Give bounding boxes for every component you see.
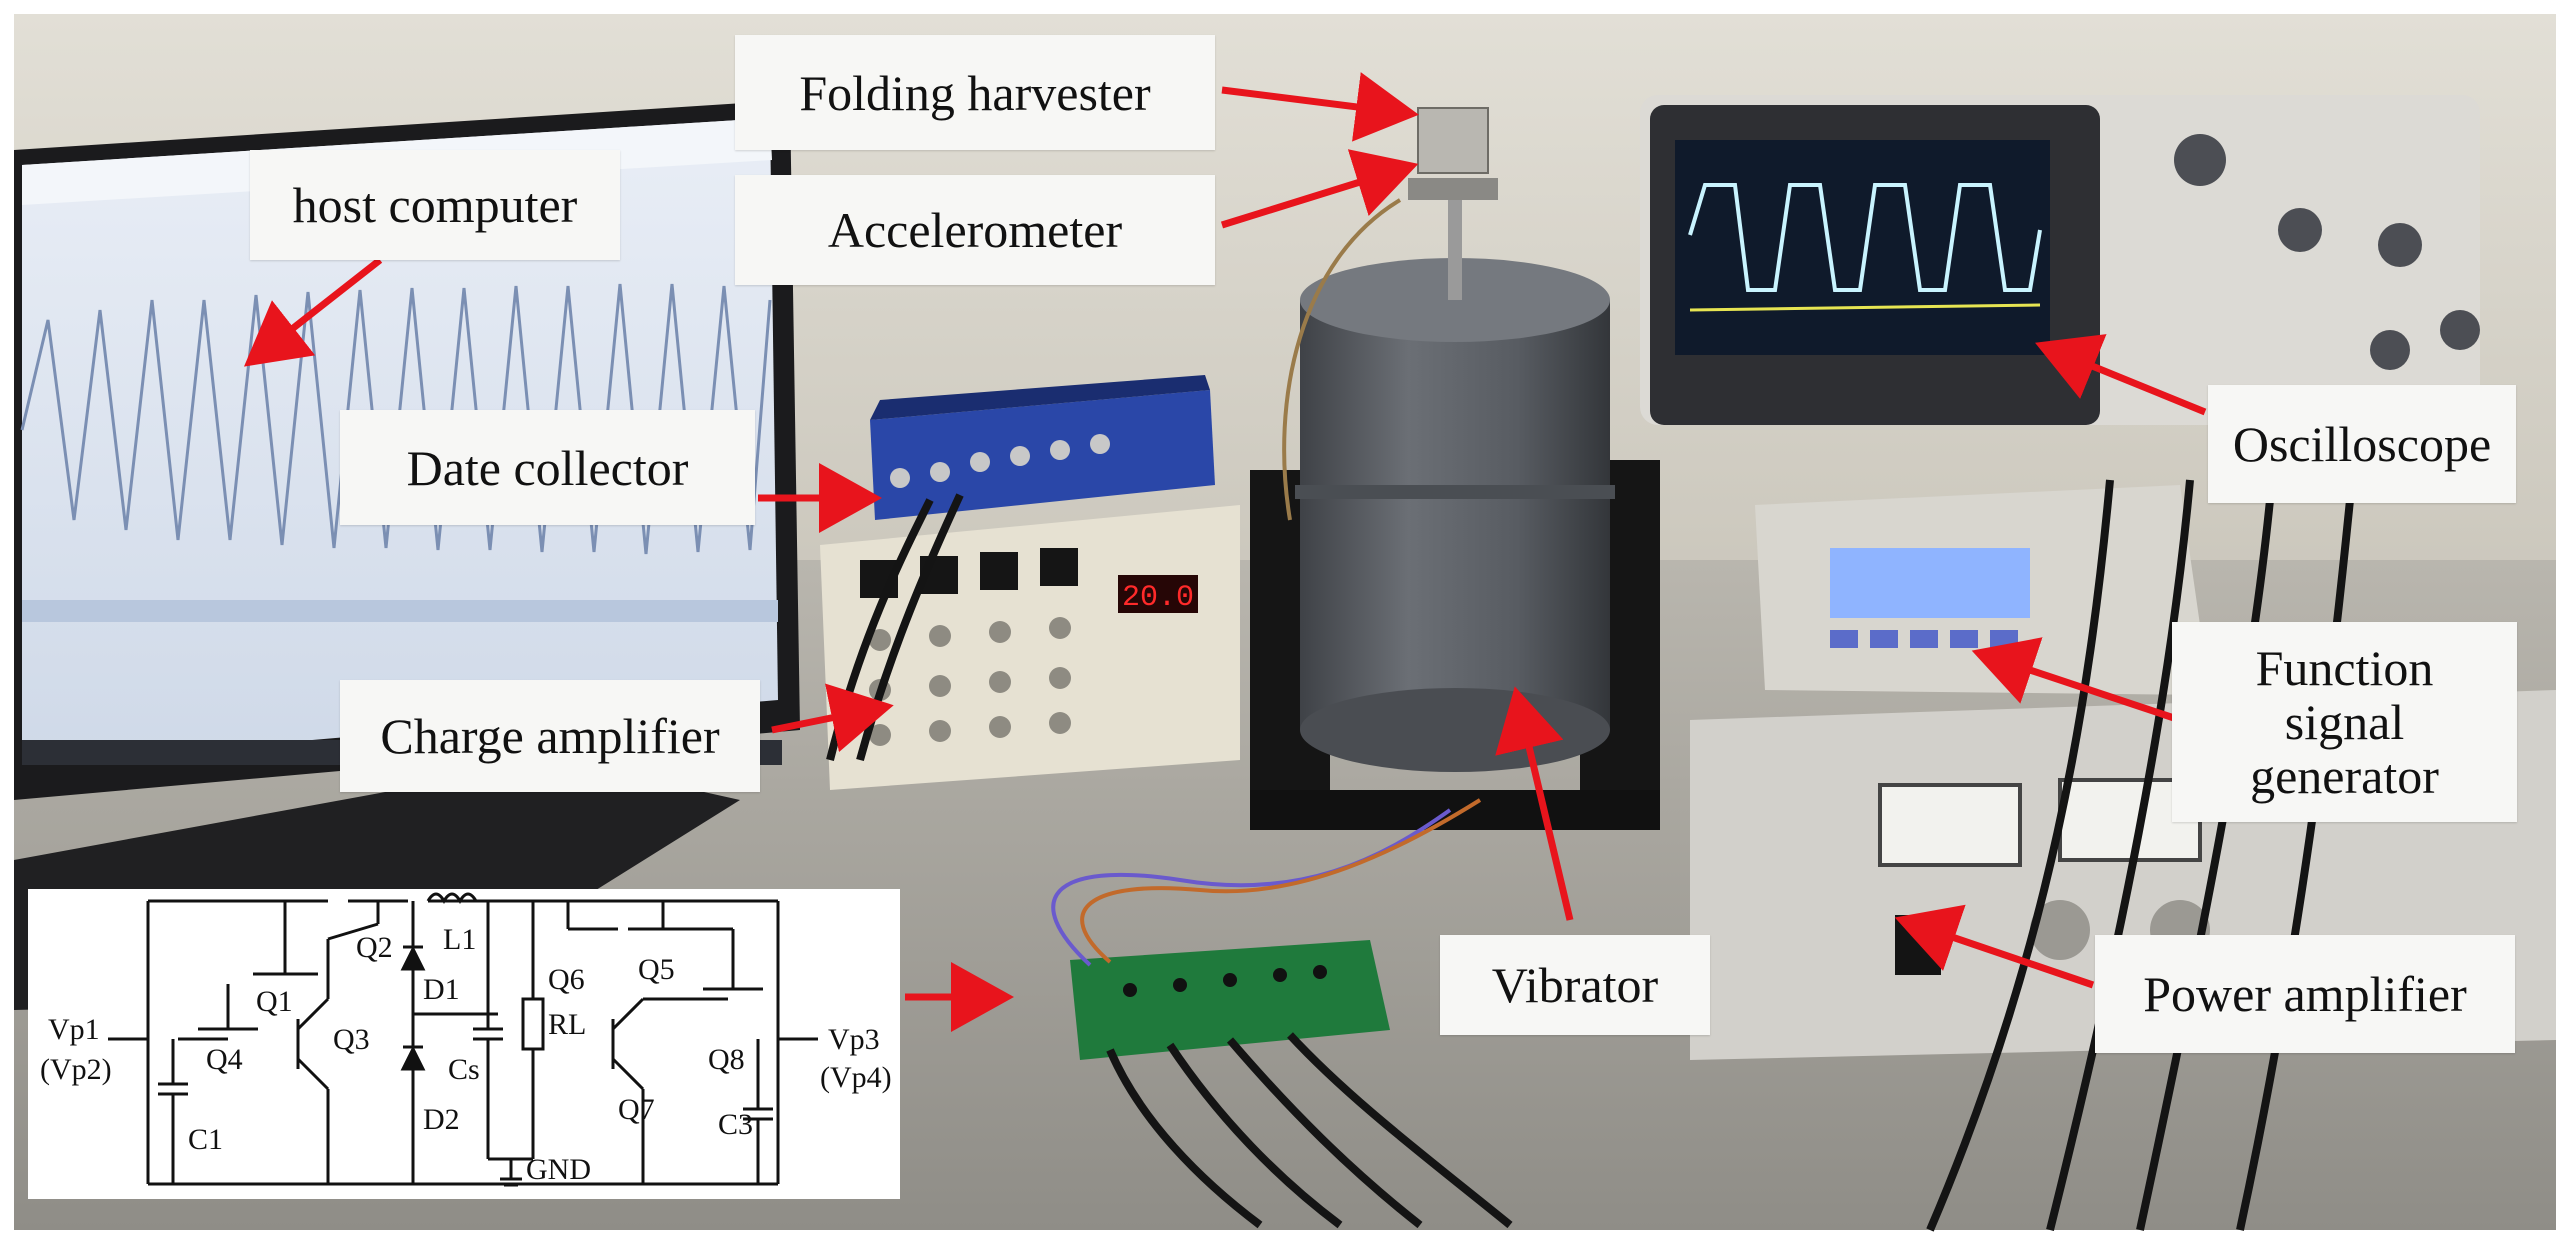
label-function-signal-generator: Function signal generator bbox=[2172, 622, 2517, 822]
vibrator bbox=[1250, 200, 1660, 830]
label-vp3: Vp3 bbox=[828, 1023, 880, 1056]
label-gnd: GND bbox=[526, 1153, 591, 1186]
label-d1: D1 bbox=[423, 973, 460, 1006]
label-power-amplifier: Power amplifier bbox=[2095, 935, 2515, 1053]
label-vibrator: Vibrator bbox=[1440, 935, 1710, 1035]
folding-harvester bbox=[1408, 107, 1498, 200]
label-signal: signal bbox=[2284, 694, 2405, 750]
label-vp2: (Vp2) bbox=[40, 1053, 112, 1086]
label-c1: C1 bbox=[188, 1123, 223, 1156]
label-oscilloscope: Oscilloscope bbox=[2208, 385, 2516, 503]
annotation-arrows bbox=[243, 72, 2207, 1032]
label-generator: generator bbox=[2250, 748, 2439, 804]
label-q1: Q1 bbox=[256, 985, 293, 1018]
label-cs: Cs bbox=[448, 1053, 480, 1086]
label-q8: Q8 bbox=[708, 1043, 745, 1076]
label-q3: Q3 bbox=[333, 1023, 370, 1056]
charge-amplifier: 20.0 bbox=[820, 505, 1240, 790]
label-rl: RL bbox=[548, 1008, 586, 1041]
function-signal-generator bbox=[1755, 485, 2210, 695]
circuit-schematic: Vp1 (Vp2) Vp3 (Vp4) Q1 Q2 Q3 Q4 Q5 Q6 Q7… bbox=[40, 892, 892, 1187]
label-charge-amplifier: Charge amplifier bbox=[340, 680, 760, 792]
label-q2: Q2 bbox=[356, 931, 393, 964]
label-folding-harvester: Folding harvester bbox=[735, 35, 1215, 150]
data-collector bbox=[870, 375, 1215, 520]
label-q6: Q6 bbox=[548, 963, 585, 996]
oscilloscope bbox=[1640, 95, 2480, 425]
label-vp1: Vp1 bbox=[48, 1013, 100, 1046]
label-d2: D2 bbox=[423, 1103, 460, 1136]
circuit-schematic-panel: Vp1 (Vp2) Vp3 (Vp4) Q1 Q2 Q3 Q4 Q5 Q6 Q7… bbox=[28, 889, 900, 1199]
label-vp4: (Vp4) bbox=[820, 1061, 892, 1094]
label-q5: Q5 bbox=[638, 953, 675, 986]
label-l1: L1 bbox=[443, 923, 476, 956]
label-q7: Q7 bbox=[618, 1093, 655, 1126]
label-accelerometer: Accelerometer bbox=[735, 175, 1215, 285]
label-q4: Q4 bbox=[206, 1043, 243, 1076]
label-date-collector: Date collector bbox=[340, 410, 755, 525]
test-pcb bbox=[1070, 940, 1390, 1060]
signal-wires bbox=[1051, 198, 1482, 967]
charge-amplifier-display: 20.0 bbox=[1122, 581, 1194, 615]
label-c3: C3 bbox=[718, 1108, 753, 1141]
label-function: Function bbox=[2255, 640, 2434, 696]
label-host-computer: host computer bbox=[250, 150, 620, 260]
